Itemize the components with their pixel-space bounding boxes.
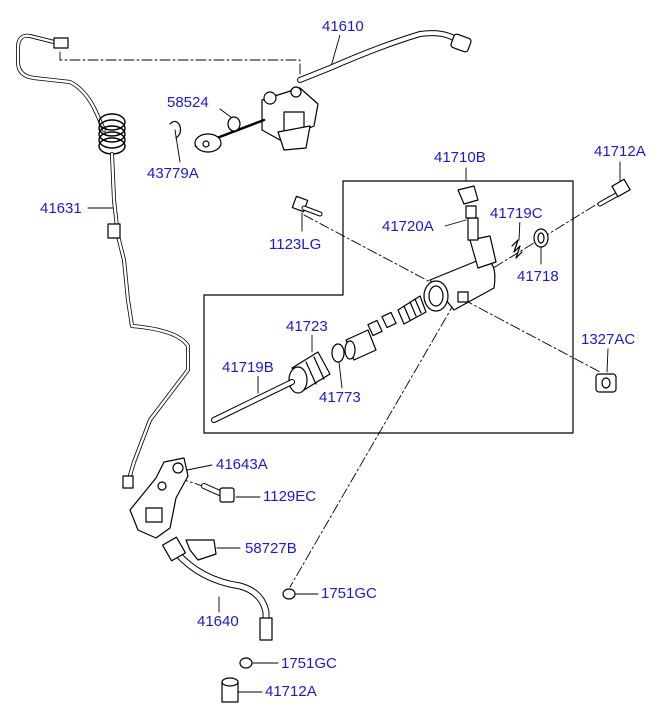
callout-41718[interactable]: 41718 <box>516 268 560 285</box>
leader-41719C <box>518 218 521 241</box>
callout-41640[interactable]: 41640 <box>196 613 240 630</box>
callout-1123LG[interactable]: 1123LG <box>268 236 323 253</box>
piston-small <box>367 311 397 337</box>
washer-58524 <box>227 116 241 132</box>
callout-41710B[interactable]: 41710B <box>433 149 487 166</box>
bolt-1123LG <box>291 195 323 217</box>
piston-41723 <box>288 351 331 394</box>
callout-41719C[interactable]: 41719C <box>489 205 544 222</box>
leader-41643A <box>186 464 213 471</box>
hose-end-clamp <box>450 33 472 53</box>
callout-41712A-bottom[interactable]: 41712A <box>264 683 318 700</box>
callout-58524[interactable]: 58524 <box>166 94 210 111</box>
nut-1327AC <box>595 373 617 393</box>
callout-58727B[interactable]: 58727B <box>244 540 298 557</box>
callout-41712A-top[interactable]: 41712A <box>593 143 647 160</box>
clip-58727B <box>185 539 217 561</box>
hose-41640 <box>161 536 273 641</box>
callout-1751GC-lower[interactable]: 1751GC <box>280 655 338 672</box>
callout-41631[interactable]: 41631 <box>39 200 83 217</box>
spring-41719C <box>511 239 523 259</box>
bracket-41643A <box>129 457 189 539</box>
leader-43779A <box>174 129 181 163</box>
washer-1751GC-upper <box>282 588 296 600</box>
master-cylinder-41610 <box>194 30 472 153</box>
leader-41720A <box>444 219 467 227</box>
callout-43779A[interactable]: 43779A <box>146 165 200 182</box>
pushrod-41719B <box>211 379 295 423</box>
tube-end-fitting <box>122 475 134 489</box>
seal-ring-41773 <box>331 343 345 363</box>
callout-1129EC[interactable]: 1129EC <box>262 488 318 505</box>
boot <box>397 295 427 325</box>
callout-41643A[interactable]: 41643A <box>215 456 269 473</box>
callout-41720A[interactable]: 41720A <box>381 218 435 235</box>
dashdot-line-pushrod <box>289 301 456 588</box>
callout-1751GC-upper[interactable]: 1751GC <box>320 585 378 602</box>
dashdot-line-top <box>59 51 301 79</box>
callout-1327AC[interactable]: 1327AC <box>580 331 637 348</box>
clip-41719C-top <box>457 185 479 205</box>
dashdot-line-bolt-41712A <box>489 195 611 271</box>
tube-clip <box>107 223 121 239</box>
leader-58524 <box>219 108 233 119</box>
callout-41719B[interactable]: 41719B <box>221 359 275 376</box>
bleeder-41720A <box>457 185 479 241</box>
tube-coil <box>98 113 126 155</box>
cap-41718 <box>533 228 549 248</box>
assembly-outline-box <box>203 180 574 434</box>
callout-41723[interactable]: 41723 <box>285 318 329 335</box>
leader-41773 <box>338 361 343 389</box>
washer-1751GC-lower <box>239 657 253 669</box>
bolt-1129EC <box>201 483 235 503</box>
callout-41773[interactable]: 41773 <box>318 389 362 406</box>
leader-lines <box>87 34 621 693</box>
bolt-41712A-bottom <box>221 677 239 703</box>
callout-41610[interactable]: 41610 <box>321 18 365 35</box>
pin-43779A <box>169 120 182 139</box>
seal-piece <box>344 329 377 361</box>
tube-41631 <box>16 33 190 489</box>
release-cylinder-body <box>423 235 497 312</box>
leader-1327AC <box>606 348 609 373</box>
bolt-41712A-top <box>597 178 631 207</box>
